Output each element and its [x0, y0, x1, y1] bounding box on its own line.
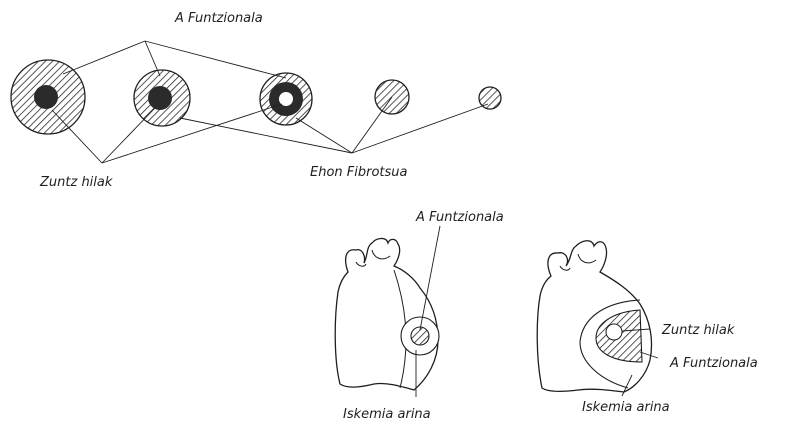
label-mid-functional: A Funtzionala — [415, 210, 504, 225]
cross-section-3 — [260, 73, 312, 125]
label-top-fibrous: Ehon Fibrotsua — [310, 165, 408, 180]
heart-2 — [537, 241, 651, 392]
leaders-fibrous — [180, 97, 488, 153]
label-top-functional: A Funtzionala — [174, 11, 263, 26]
label-heart2-dead-fibers: Zuntz hilak — [661, 323, 735, 338]
cross-section-2 — [134, 70, 190, 126]
label-top-dead-fibers: Zuntz hilak — [39, 175, 113, 190]
label-heart2-ischemia: Iskemia arina — [582, 400, 670, 415]
label-heart1-ischemia: Iskemia arina — [343, 407, 431, 422]
cross-section-1 — [11, 60, 85, 134]
label-heart2-functional: A Funtzionala — [669, 356, 758, 371]
